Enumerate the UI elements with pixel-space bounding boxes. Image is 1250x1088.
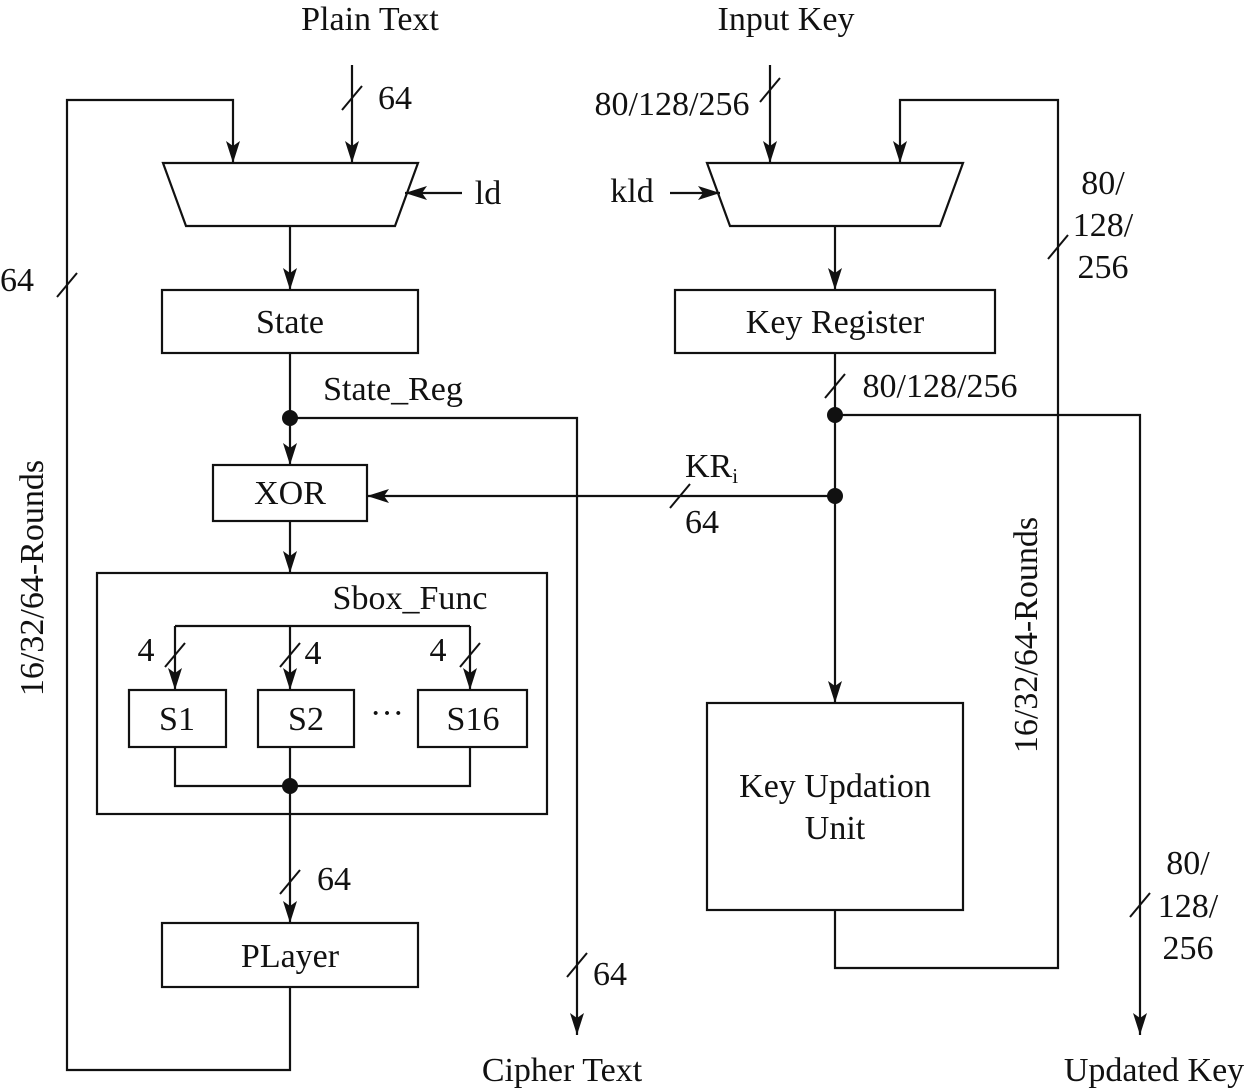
updated-key-label: Updated Key (1064, 1052, 1244, 1088)
sbox-func-label: Sbox_Func (333, 580, 488, 617)
state-feedback-loop (65, 98, 292, 1072)
updated-key-width-tick (1129, 892, 1151, 918)
key-register-out-width-tick (824, 373, 846, 399)
round-key-subscript: i (732, 464, 738, 488)
state-reg-to-cipher-text-line (290, 416, 584, 1035)
cipher-text-width-tick (566, 952, 588, 978)
s2-label: S2 (288, 701, 324, 738)
sbox-func-block (95, 571, 549, 816)
ld-label: ld (475, 175, 501, 212)
key-mux (705, 161, 965, 228)
s2-input-width-label: 4 (305, 635, 322, 672)
updated-key-width-label: 128/ (1158, 888, 1219, 925)
input-key-width-label: 80/128/256 (595, 86, 750, 123)
round-key-junction (827, 488, 843, 504)
state-label: State (256, 304, 324, 341)
plain-text-label: Plain Text (301, 1, 439, 38)
key-feedback-loop (833, 98, 1060, 970)
key-path-rounds-label: 16/32/64-Rounds (1008, 517, 1045, 753)
s2-block (256, 688, 356, 749)
s16-input-width-label: 4 (430, 632, 447, 669)
s1-input-width-tick (164, 642, 186, 668)
plaintext-width-label: 64 (378, 80, 412, 117)
s16-label: S16 (447, 701, 500, 738)
key-register-out-width-label: 80/128/256 (863, 368, 1018, 405)
key-updation-unit-label-line1: Key Updation (739, 768, 931, 805)
player-label: PLayer (241, 938, 340, 975)
kld-label: kld (610, 173, 653, 210)
s16-block (416, 688, 529, 749)
sbox-output-width-label: 64 (317, 861, 351, 898)
cipher-text-label: Cipher Text (482, 1052, 643, 1088)
s16-input-width-tick (459, 642, 481, 668)
updated-key-width-label: 80/ (1166, 845, 1210, 882)
key-feedback-width-label: 128/ (1073, 207, 1134, 244)
key-feedback-width-label: 80/ (1081, 165, 1125, 202)
key-updation-unit-block (705, 701, 965, 912)
s1-label: S1 (159, 701, 195, 738)
updated-key-width-label: 256 (1163, 930, 1214, 967)
round-key-name: KR (685, 448, 733, 485)
s1-input-width-label: 4 (138, 632, 155, 669)
key-updation-unit-label-line2: Unit (805, 810, 866, 847)
round-key-width-label: 64 (685, 504, 719, 541)
updated-key-output-line (835, 413, 1147, 1035)
state-feedback-width-label: 64 (0, 262, 34, 299)
data-path-rounds-label: 16/32/64-Rounds (14, 460, 51, 696)
cipher-text-width-label: 64 (593, 956, 627, 993)
state-mux (161, 161, 420, 228)
state-reg-junction (282, 410, 298, 426)
state-feedback-width-tick (56, 272, 78, 298)
input-key-label: Input Key (718, 1, 855, 38)
round-key-width-tick (669, 483, 691, 509)
s2-input-width-tick (279, 642, 301, 668)
input-key-width-tick (759, 77, 781, 103)
key-feedback-width-label: 256 (1078, 249, 1129, 286)
sbox-output-width-tick (279, 869, 301, 895)
key-feedback-width-tick (1047, 234, 1069, 260)
state-reg-label: State_Reg (323, 371, 463, 408)
sbox-ellipsis: ··· (370, 695, 404, 732)
key-register-label: Key Register (746, 304, 925, 341)
sbox-output-bus (173, 747, 472, 788)
key-register-out-junction (827, 407, 843, 423)
round-key-label: KRi (685, 448, 738, 488)
xor-label: XOR (254, 475, 326, 512)
s1-block (127, 688, 228, 749)
plaintext-width-tick (341, 85, 363, 111)
player-block (160, 921, 420, 989)
